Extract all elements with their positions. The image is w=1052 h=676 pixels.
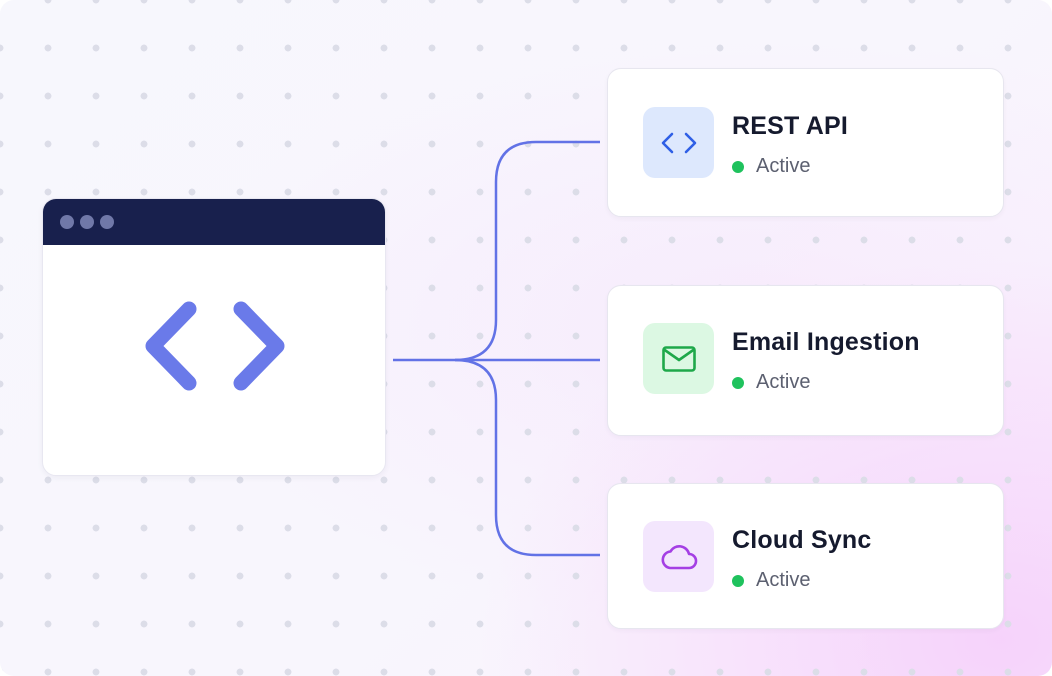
status-indicator: Active — [732, 155, 810, 178]
integration-title: Cloud Sync — [732, 526, 872, 554]
status-indicator: Active — [732, 371, 810, 394]
integration-card-cloud-sync[interactable]: Cloud Sync Active — [607, 483, 1004, 629]
source-browser-window — [42, 198, 386, 476]
status-indicator: Active — [732, 569, 810, 592]
browser-title-bar — [43, 199, 385, 245]
integration-card-rest-api[interactable]: REST API Active — [607, 68, 1004, 217]
window-dot-icon — [80, 215, 94, 229]
status-active-dot-icon — [732, 574, 744, 587]
integration-title: Email Ingestion — [732, 328, 920, 356]
cloud-icon — [643, 521, 714, 592]
status-label: Active — [756, 155, 811, 177]
connector-line-cloud-sync — [454, 358, 600, 557]
mail-icon — [643, 323, 714, 394]
window-dot-icon — [60, 215, 74, 229]
status-active-dot-icon — [732, 376, 744, 389]
code-icon — [643, 107, 714, 178]
status-label: Active — [756, 371, 811, 393]
window-dot-icon — [100, 215, 114, 229]
connector-line-rest-api — [454, 140, 600, 362]
integration-card-email-ingestion[interactable]: Email Ingestion Active — [607, 285, 1004, 436]
code-brackets-icon — [145, 301, 285, 391]
status-active-dot-icon — [732, 160, 744, 173]
status-label: Active — [756, 569, 811, 591]
integration-title: REST API — [732, 112, 848, 140]
browser-content — [43, 245, 385, 475]
